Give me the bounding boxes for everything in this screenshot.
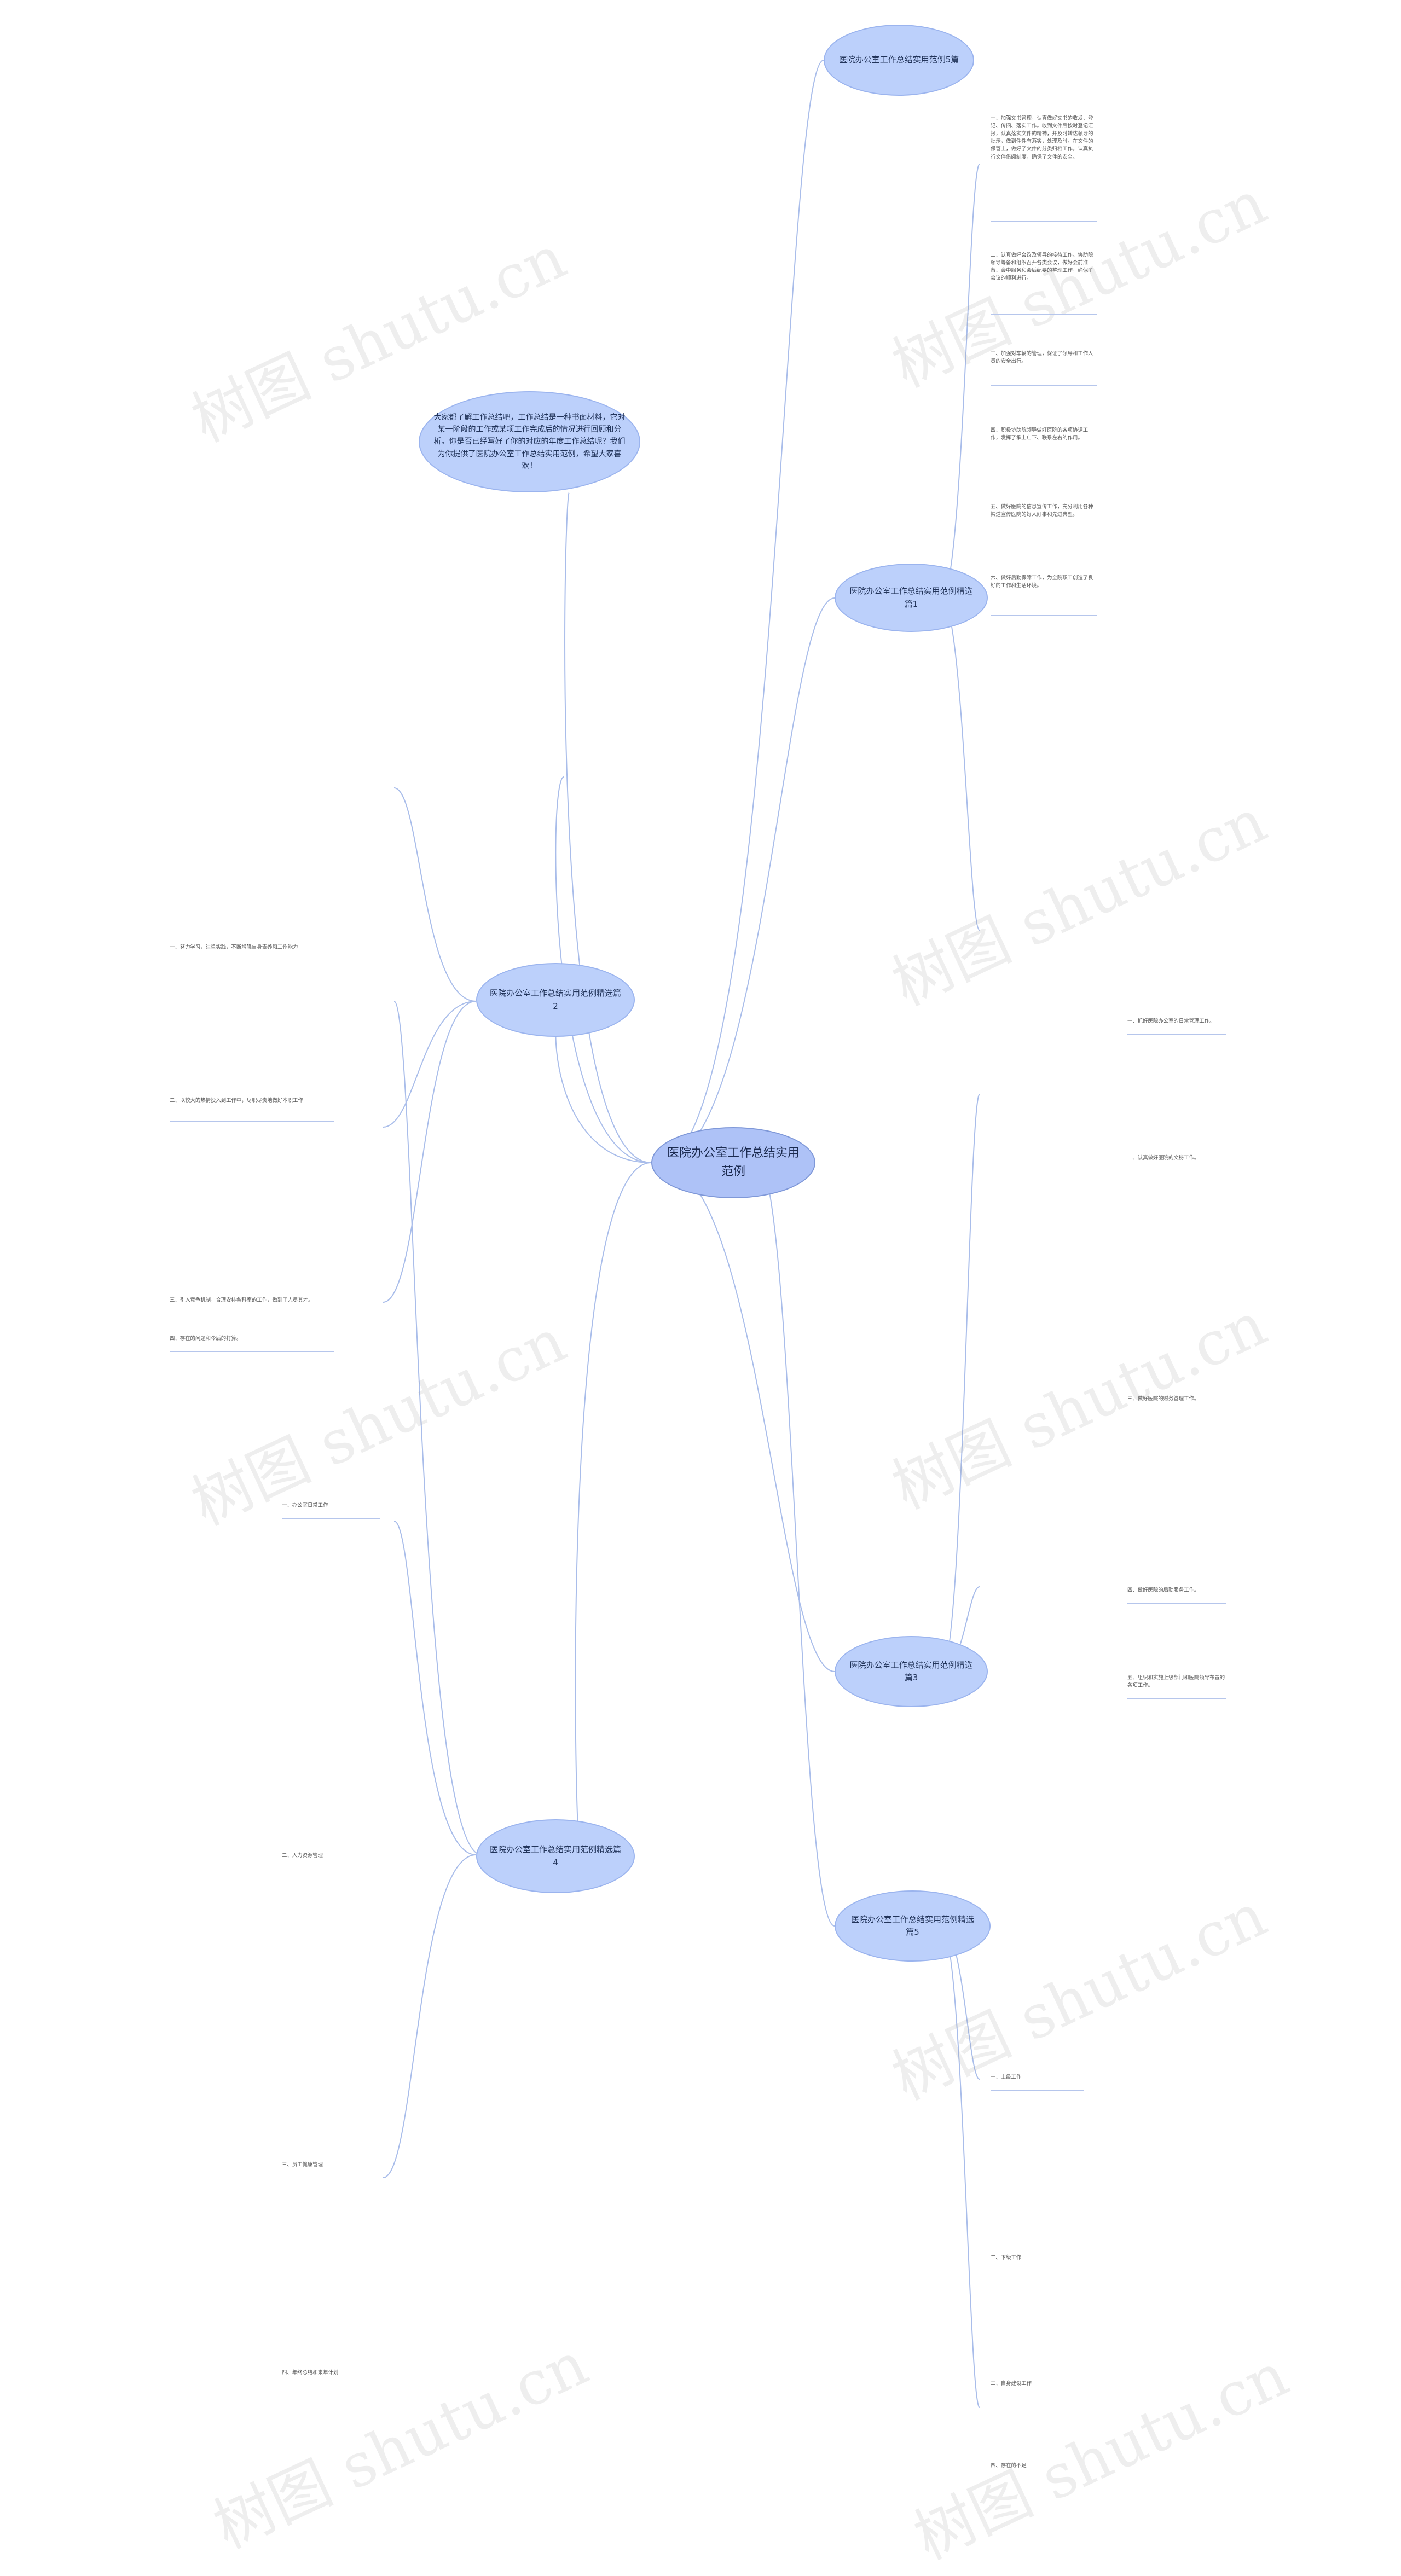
leaf-node[interactable]: 六、做好后勤保障工作，为全院职工创造了良好的工作和生活环境。 [991,575,1097,616]
branch-node-1[interactable]: 医院办公室工作总结实用范例5篇 [824,25,974,96]
branch-node-6[interactable]: 医院办公室工作总结实用范例精选篇5 [835,1890,991,1962]
leaf-node[interactable]: 四、年终总结和来年计划 [282,2369,380,2386]
branch-node-2[interactable]: 医院办公室工作总结实用范例精选篇1 [835,564,988,632]
leaf-node[interactable]: 一、上级工作 [991,2074,1084,2091]
leaf-node[interactable]: 二、下级工作 [991,2254,1084,2271]
intro-node[interactable]: 大家都了解工作总结吧，工作总结是一种书面材料，它对某一阶段的工作或某项工作完成后… [419,391,640,492]
leaf-node[interactable]: 一、抓好医院办公室的日常管理工作。 [1127,1018,1226,1035]
leaf-node[interactable]: 四、做好医院的后勤服务工作。 [1127,1587,1226,1604]
leaf-node[interactable]: 三、引入竞争机制，合理安排各科室的工作，做到了人尽其才。 [170,1297,334,1321]
leaf-node[interactable]: 二、认真做好会议及领导的接待工作。协助院领导筹备和组织召开各类会议，做好会前准备… [991,252,1097,315]
connector-lines [383,60,980,2408]
leaf-node[interactable]: 一、努力学习，注重实践，不断增强自身素养和工作能力 [170,944,334,968]
leaf-node[interactable]: 三、加强对车辆的管理，保证了领导和工作人员的安全出行。 [991,350,1097,386]
leaf-node[interactable]: 二、认真做好医院的文秘工作。 [1127,1154,1226,1171]
leaf-node[interactable]: 二、人力资源管理 [282,1852,380,1869]
leaf-node[interactable]: 三、做好医院的财务管理工作。 [1127,1395,1226,1412]
branch-node-3[interactable]: 医院办公室工作总结实用范例精选篇2 [476,963,635,1037]
leaf-node[interactable]: 五、组织和实施上级部门和医院领导布置的各项工作。 [1127,1674,1226,1699]
root-node[interactable]: 医院办公室工作总结实用范例 [651,1127,815,1198]
leaf-node[interactable]: 四、积极协助院领导做好医院的各项协调工作，发挥了承上启下、联系左右的作用。 [991,427,1097,462]
leaf-node[interactable]: 三、员工健康管理 [282,2161,380,2178]
leaf-node[interactable]: 一、加强文书管理，认真做好文书的收发、登记、传阅、落实工作。收到文件后按时登记汇… [991,115,1097,222]
leaf-node[interactable]: 二、以较大的热情投入到工作中，尽职尽责地做好本职工作 [170,1097,334,1122]
branch-node-4[interactable]: 医院办公室工作总结实用范例精选篇3 [835,1636,988,1707]
leaf-node[interactable]: 一、办公室日常工作 [282,1502,380,1519]
branch-node-5[interactable]: 医院办公室工作总结实用范例精选篇4 [476,1819,635,1893]
leaf-node[interactable]: 五、做好医院的信息宣传工作，充分利用各种渠道宣传医院的好人好事和先进典型。 [991,503,1097,544]
leaf-node[interactable]: 三、自身建设工作 [991,2380,1084,2397]
leaf-node[interactable]: 四、存在的问题和今后的打算。 [170,1335,334,1352]
leaf-node[interactable]: 四、存在的不足 [991,2462,1084,2479]
